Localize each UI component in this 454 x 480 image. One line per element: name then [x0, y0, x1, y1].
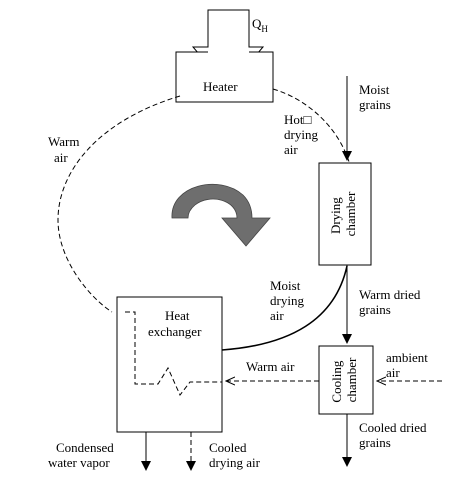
- heater-box: [175, 51, 274, 103]
- moist-grains-label: Moist grains: [359, 82, 393, 112]
- moist-drying-air-label: Moist drying air: [270, 278, 307, 323]
- cooling-chamber-box: [318, 345, 374, 415]
- warm-air-left-label: Warm air: [48, 134, 83, 165]
- moist-drying-air-path: [221, 265, 348, 351]
- warm-air-loop: [57, 95, 181, 313]
- heat-exchanger-coil: [125, 311, 222, 396]
- heat-exchanger-label: Heat exchanger: [148, 308, 202, 339]
- cooled-dried-grains-label: Cooled dried grains: [359, 420, 430, 450]
- heater-label: Heater: [203, 79, 238, 94]
- cooled-drying-air-label: Cooled drying air: [209, 440, 261, 470]
- heat-input-label: QH: [252, 16, 268, 34]
- cooling-chamber-label: Cooling chamber: [329, 357, 359, 403]
- ambient-air-label: ambient air: [386, 350, 431, 380]
- drying-chamber-label: Drying chamber: [328, 191, 358, 236]
- circulation-arrow-icon: [171, 183, 271, 247]
- hot-drying-air-label: Hot□ drying air: [284, 112, 321, 157]
- warm-air-return-label: Warm air: [246, 359, 295, 374]
- warm-dried-grains-label: Warm dried grains: [359, 287, 424, 317]
- hot-air-path: [272, 88, 351, 166]
- condensed-water-label: Condensed water vapor: [48, 440, 117, 470]
- drying-chamber-box: [318, 162, 372, 266]
